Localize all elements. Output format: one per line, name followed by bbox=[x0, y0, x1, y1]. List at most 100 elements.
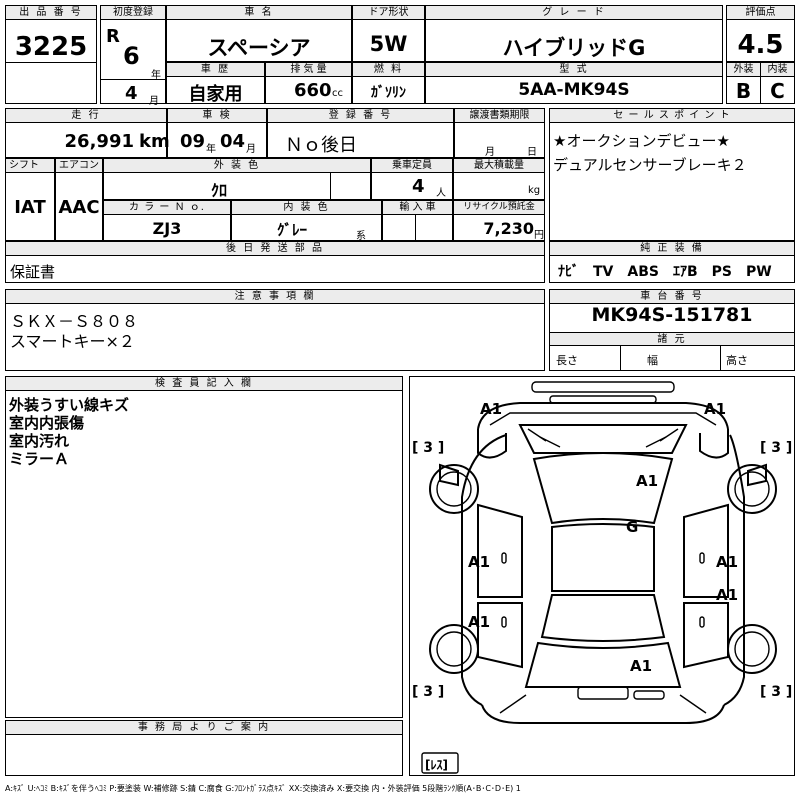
first-registration-box: 初度登録 R 6 年 4 月 bbox=[100, 5, 166, 107]
mileage: 26,991 bbox=[64, 131, 134, 152]
model: 5AA-MK94S bbox=[518, 80, 630, 100]
model-box: 型 式 5AA-MK94S bbox=[425, 62, 723, 104]
inspector-line-4: ミラーＡ bbox=[9, 450, 70, 468]
recycle-box: リサイクル預託金 7,230 円 bbox=[453, 200, 545, 241]
recycle-label: リサイクル預託金 bbox=[454, 201, 544, 215]
registration-number-box: 登 録 番 号 Ｎｏ後日 bbox=[267, 108, 454, 158]
registration-number: Ｎｏ後日 bbox=[285, 135, 357, 156]
inspector-line-3: 室内汚れ bbox=[9, 432, 70, 450]
grade-box: グ レ ー ド ハイブリッドG bbox=[425, 5, 723, 62]
shift-label: シフト bbox=[6, 159, 54, 173]
mileage-box: 走 行 26,991 km bbox=[5, 108, 170, 158]
sales-point-label: セ ー ル ス ポ イ ン ト bbox=[550, 109, 794, 123]
sales-point-line-1: ★オークションデビュー★ bbox=[553, 132, 730, 150]
specs-height-label: 高さ bbox=[726, 354, 748, 367]
mileage-unit: km bbox=[139, 131, 170, 152]
history-label: 車 歴 bbox=[167, 63, 264, 77]
score-box: 評価点 4.5 bbox=[726, 5, 795, 62]
notes-label: 注 意 事 項 欄 bbox=[6, 290, 544, 304]
chassis-label: 車 台 番 号 bbox=[550, 290, 794, 304]
damage-mark-glass: G bbox=[626, 518, 639, 536]
capacity-unit: 人 bbox=[436, 188, 446, 199]
tire-depth-front-left: [ 3 ] bbox=[412, 440, 445, 456]
damage-mark-rear: A1 bbox=[630, 657, 653, 675]
recycle-unit: 円 bbox=[534, 230, 544, 241]
color-number-box: カ ラ ー Ｎ ｏ. ZJ3 bbox=[103, 200, 231, 241]
import-box: 輸 入 車 bbox=[382, 200, 453, 241]
grade: ハイブリッドG bbox=[502, 36, 646, 60]
exterior-grade-label: 外装 bbox=[727, 63, 760, 77]
inspection-year: 09 bbox=[180, 131, 206, 152]
interior-color-unit: 系 bbox=[356, 231, 366, 242]
first-registration-year: 6 bbox=[123, 42, 140, 70]
car-name: スペーシア bbox=[207, 36, 311, 60]
capacity: 4 bbox=[412, 176, 425, 197]
inspection-box: 車 検 09 年 04 月 bbox=[167, 108, 267, 158]
first-registration-year-unit: 年 bbox=[151, 70, 161, 81]
damage-mark-left-rear-door: A1 bbox=[468, 613, 491, 631]
interior-color-box: 内 装 色 ｸﾞﾚｰ 系 bbox=[231, 200, 382, 242]
fuel-label: 燃 料 bbox=[353, 63, 424, 77]
specs-label: 諸 元 bbox=[550, 332, 794, 346]
genuine-equipment-label: 純 正 装 備 bbox=[550, 242, 794, 256]
inspection-month-unit: 月 bbox=[246, 144, 256, 155]
exterior-color: ｸﾛ bbox=[210, 181, 227, 200]
sales-point-box: セ ー ル ス ポ イ ン ト ★オークションデビュー★ デュアルセンサーブレー… bbox=[549, 108, 795, 241]
inspector-box: 検 査 員 記 入 欄 外装うすい線キズ 室内内張傷 室内汚れ ミラーＡ bbox=[5, 376, 403, 718]
office-label: 事 務 局 よ り ご 案 内 bbox=[6, 721, 402, 735]
specs-width-label: 幅 bbox=[647, 354, 658, 367]
grade-label: グ レ ー ド bbox=[426, 6, 722, 20]
tire-depth-rear-left: [ 3 ] bbox=[412, 684, 445, 700]
displacement-unit: cc bbox=[332, 88, 343, 99]
mileage-label: 走 行 bbox=[6, 109, 166, 123]
aircon-box: エアコン AAC bbox=[55, 158, 103, 241]
door-type: 5W bbox=[369, 32, 408, 56]
capacity-label: 乗車定員 bbox=[372, 159, 452, 173]
max-load-unit: kg bbox=[528, 185, 541, 196]
inspector-label: 検 査 員 記 入 欄 bbox=[6, 377, 402, 391]
inspection-month: 04 bbox=[220, 131, 246, 152]
damage-mark-left-front-door: A1 bbox=[468, 553, 491, 571]
inspection-year-unit: 年 bbox=[206, 144, 216, 155]
shift-box: シフト IAT bbox=[5, 158, 55, 241]
shift: IAT bbox=[14, 197, 46, 218]
door-box: ドア形状 5W bbox=[352, 5, 425, 62]
color-number-label: カ ラ ー Ｎ ｏ. bbox=[104, 201, 230, 215]
fuel-box: 燃 料 ｶﾞｿﾘﾝ bbox=[352, 62, 425, 104]
inspection-label: 車 検 bbox=[168, 109, 266, 123]
inspector-line-1: 外装うすい線キズ bbox=[9, 396, 130, 414]
exterior-color-label: 外 装 色 bbox=[104, 159, 370, 173]
lot-number-label: 出 品 番 号 bbox=[6, 6, 96, 20]
score: 4.5 bbox=[737, 30, 784, 60]
first-registration-label: 初度登録 bbox=[101, 6, 165, 20]
notes-line-1: ＳＫＸ－Ｓ８０８ bbox=[10, 312, 139, 331]
aircon-label: エアコン bbox=[56, 159, 102, 173]
fuel: ｶﾞｿﾘﾝ bbox=[371, 85, 406, 101]
inspector-line-2: 室内内張傷 bbox=[9, 414, 85, 432]
registration-number-label: 登 録 番 号 bbox=[268, 109, 453, 123]
damage-mark-front-left: A1 bbox=[480, 400, 503, 418]
damage-mark-windshield: A1 bbox=[636, 472, 659, 490]
later-parts-box: 後 日 発 送 部 品 保証書 bbox=[5, 241, 545, 283]
car-name-box: 車 名 スペーシア bbox=[166, 5, 352, 62]
interior-grade: C bbox=[770, 79, 785, 103]
genuine-equipment-box: 純 正 装 備 ﾅﾋﾞ TV ABS ｴｱB PS PW bbox=[549, 241, 795, 283]
transfer-deadline-box: 譲渡書類期限 月 日 bbox=[454, 108, 545, 158]
damage-mark-right-front-door: A1 bbox=[716, 553, 739, 571]
lot-number-box: 出 品 番 号 3225 bbox=[5, 5, 97, 104]
legend: A:ｷｽﾞ U:ﾍｺﾐ B:ｷｽﾞを伴うﾍｺﾐ P:要塗装 W:補修跡 S:錆 … bbox=[5, 784, 521, 793]
tire-depth-rear-right: [ 3 ] bbox=[760, 684, 793, 700]
tire-depth-front-right: [ 3 ] bbox=[760, 440, 793, 456]
damage-diagram: A1 A1 A1 G A1 A1 A1 A1 A1 [ 3 ] [ 3 ] [ … bbox=[409, 376, 795, 776]
door-label: ドア形状 bbox=[353, 6, 424, 20]
first-registration-era: R bbox=[106, 26, 120, 47]
aircon: AAC bbox=[58, 197, 100, 218]
chassis-box: 車 台 番 号 MK94S-151781 諸 元 長さ 幅 高さ bbox=[549, 289, 795, 371]
score-label: 評価点 bbox=[727, 6, 794, 20]
recycle: 7,230 bbox=[483, 219, 534, 238]
notes-line-2: スマートキー×２ bbox=[10, 332, 135, 351]
first-registration-month-unit: 月 bbox=[149, 96, 159, 107]
capacity-box: 乗車定員 4 人 bbox=[371, 158, 453, 200]
exterior-grade-box: 外装 B bbox=[726, 62, 761, 104]
sales-point-line-2: デュアルセンサーブレーキ２ bbox=[553, 156, 747, 174]
